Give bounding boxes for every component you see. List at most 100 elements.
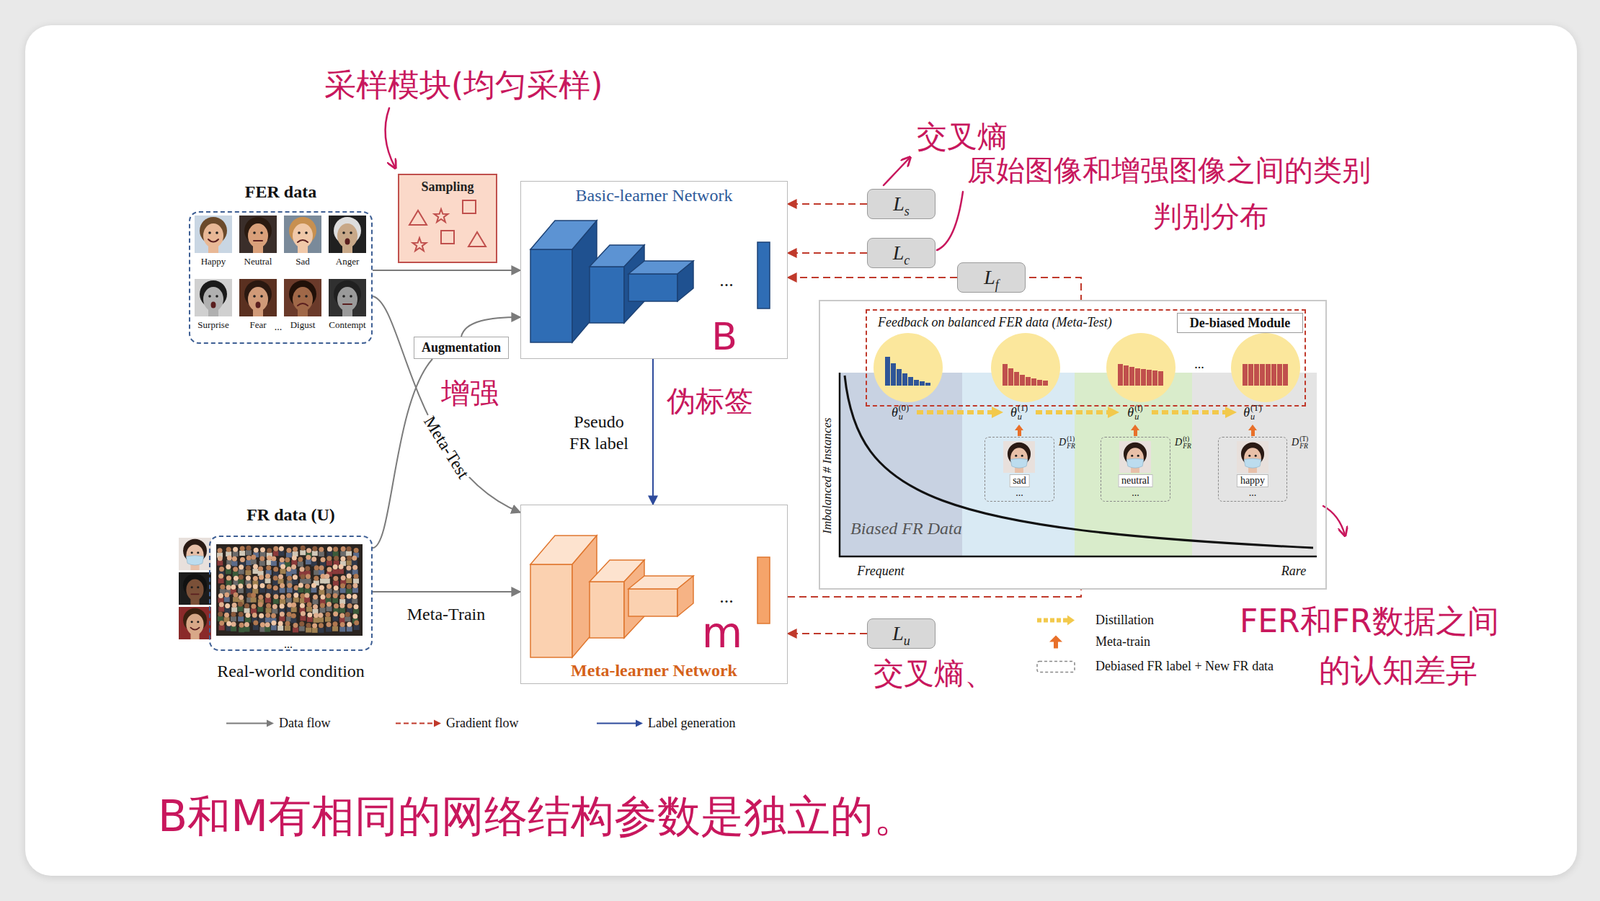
histogram-bar (1140, 369, 1146, 386)
crowd-person (244, 608, 251, 614)
crowd-person (353, 547, 359, 553)
crowd-person (346, 626, 353, 632)
face-mouth (343, 303, 352, 305)
crowd-photo (216, 544, 363, 636)
crowd-person (225, 580, 232, 586)
crowd-person (264, 627, 271, 633)
crowd-person (252, 624, 259, 630)
crowd-person (332, 568, 339, 574)
crowd-person (332, 626, 339, 632)
crowd-person (326, 555, 332, 561)
face-picture (178, 572, 212, 607)
crowd-person (332, 580, 339, 586)
plot-label: ... (283, 637, 293, 651)
crowd-person (352, 569, 359, 575)
crowd-person (286, 611, 292, 617)
crowd-person (238, 564, 244, 570)
math-label: θ(T)u (1243, 403, 1262, 421)
crowd-person (346, 555, 352, 561)
face-background (328, 215, 367, 253)
face-eye (208, 294, 212, 298)
histogram-bar (1265, 363, 1271, 386)
face-eye (1254, 454, 1257, 457)
math-scripts: (t)FR (1182, 436, 1192, 450)
crowd-person (346, 560, 353, 566)
math-superscript: (0) (898, 403, 909, 413)
sampling-shapes (397, 173, 498, 264)
face-eye (252, 294, 256, 298)
crowd-person (258, 617, 265, 623)
face-eye (1248, 454, 1251, 457)
group-heading: FR data (U) (167, 505, 415, 525)
crowd-person (304, 583, 310, 589)
face-eye (1014, 454, 1017, 457)
crowd-person (305, 627, 312, 633)
sampling-shapes (412, 237, 427, 251)
ellipsis: ... (1218, 487, 1287, 499)
crowd-person (279, 557, 285, 563)
math-scripts: (t)u (1134, 403, 1144, 421)
sampling-shapes (409, 210, 427, 225)
legend-sample (1035, 612, 1077, 628)
legend-text: Data flow (278, 715, 331, 731)
crowd-person (338, 568, 344, 574)
loss-base: L (892, 192, 905, 216)
meta-train-arrows (1017, 429, 1022, 437)
crowd-person (279, 594, 285, 600)
crowd-person (339, 607, 346, 613)
face-mouth (190, 627, 199, 630)
emotion-label: Happy (188, 255, 239, 268)
crowd-person (224, 592, 230, 598)
crowd-person (332, 593, 339, 599)
edge-label: Pseudo FR label (562, 410, 636, 455)
legend-sample (226, 715, 274, 731)
math-base: D (1174, 437, 1182, 450)
crowd-person (291, 554, 297, 560)
handwritten-strokes (883, 157, 910, 186)
face-skin (292, 223, 313, 248)
sample-label: happy (1236, 474, 1269, 488)
feedback-circle (1106, 332, 1176, 403)
network-title: Meta-learner Network (521, 660, 788, 681)
math-subscript: u (898, 412, 909, 421)
sampling-shapes (462, 200, 476, 214)
legend-item: Debiased FR label + New FR data (1035, 658, 1274, 674)
math-subscript: u (1017, 412, 1028, 421)
crowd-person (291, 606, 297, 612)
crowd-person (265, 603, 271, 609)
crowd-person (224, 596, 230, 602)
face-skin (247, 286, 269, 312)
crowd-person (237, 606, 244, 612)
crowd-person (245, 549, 252, 555)
emotion-face: Digust (281, 278, 324, 336)
face-background (1119, 441, 1151, 473)
basic-network-blocks (628, 273, 678, 302)
distillation-arrows (916, 410, 998, 415)
handwritten-note: 交叉熵、 (873, 656, 995, 692)
crowd-person (352, 613, 358, 619)
emotion-face: Sad (281, 215, 324, 272)
legend-item: Label generation (596, 715, 736, 731)
crowd-person (346, 546, 352, 552)
crowd-person (245, 575, 251, 581)
crowd-person (265, 565, 271, 571)
crowd-person (312, 622, 318, 628)
crowd-person (280, 568, 287, 574)
crowd-person (265, 573, 271, 579)
crowd-person (340, 594, 346, 600)
basic-network-blocks (530, 249, 573, 343)
crowd-person (232, 602, 238, 608)
crowd-person (225, 564, 231, 570)
crowd-person (327, 566, 333, 572)
histogram-bar (1117, 363, 1123, 386)
meta-network-blocks (530, 564, 573, 658)
feedback-title: Feedback on balanced FER data (Meta-Test… (877, 314, 1113, 331)
crowd-person (297, 557, 303, 563)
histogram-bar (1282, 363, 1288, 386)
face-eye (297, 294, 301, 298)
crowd-person (232, 547, 238, 553)
histogram-bar (1002, 363, 1008, 386)
basic-network-blocks (677, 260, 694, 302)
network-box: Basic-learner Network (520, 180, 788, 359)
